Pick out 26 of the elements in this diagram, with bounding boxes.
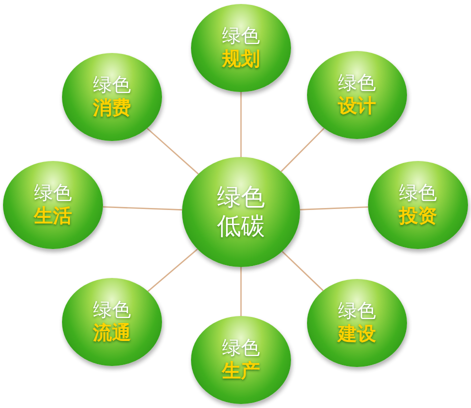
node-label: 绿色低碳 [216,183,266,241]
node-label: 绿色 [399,182,437,205]
connector-line [102,206,182,210]
node-label: 生产 [222,360,260,383]
node-label: 投资 [399,205,437,228]
node-label: 消费 [93,97,131,120]
node-label: 规划 [222,48,260,71]
node-label: 绿色 [338,300,376,323]
node-label: 绿色 [93,74,131,97]
node-label: 建设 [338,323,376,346]
node-label: 绿色 [222,337,260,360]
connector-line [147,248,198,292]
node-label: 生活 [34,205,72,228]
connector-line [240,92,242,157]
node-label: 绿色 [338,72,376,95]
node-label: 绿色 [34,182,72,205]
node-label: 流通 [93,322,131,345]
connector-line [280,128,325,172]
connector-line [282,250,324,292]
connector-line [300,206,368,210]
node-label: 绿色 [222,25,260,48]
connector-line [146,128,199,174]
connector-line [240,267,242,316]
node-label: 绿色 [93,299,131,322]
node-label: 设计 [338,95,376,118]
circle-node [182,157,300,267]
